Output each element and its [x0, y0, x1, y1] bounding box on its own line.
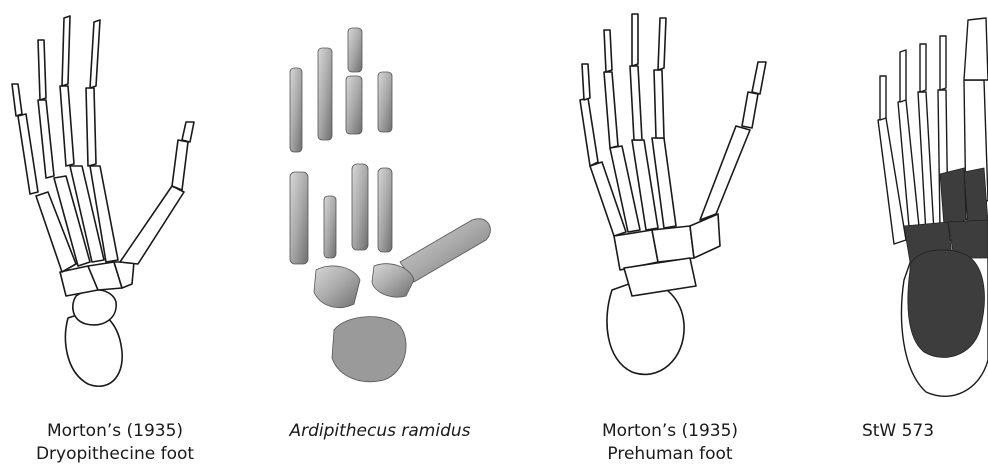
panel-dryopithecine-foot: Morton’s (1935) Dryopithecine foot	[0, 0, 230, 470]
prehuman-foot-drawing	[540, 0, 800, 410]
panel-prehuman-foot: Morton’s (1935) Prehuman foot	[540, 0, 800, 470]
caption-stw-573: StW 573	[828, 420, 968, 443]
caption-line-2: Prehuman foot	[540, 443, 800, 466]
caption-prehuman-foot: Morton’s (1935) Prehuman foot	[540, 420, 800, 466]
ardipithecus-fossil-image	[250, 0, 510, 410]
caption-line-1: StW 573	[828, 420, 968, 443]
caption-line-1: Ardipithecus ramidus	[250, 420, 510, 443]
stw-573-foot-drawing	[848, 0, 988, 410]
caption-dryopithecine-foot: Morton’s (1935) Dryopithecine foot	[0, 420, 230, 466]
caption-line-1: Morton’s (1935)	[540, 420, 800, 443]
caption-line-2: Dryopithecine foot	[0, 443, 230, 466]
panel-ardipithecus-ramidus: Ardipithecus ramidus	[250, 0, 510, 470]
caption-ardipithecus-ramidus: Ardipithecus ramidus	[250, 420, 510, 443]
panel-stw-573: StW 573	[848, 0, 988, 470]
dryopithecine-foot-drawing	[0, 0, 230, 410]
caption-line-1: Morton’s (1935)	[0, 420, 230, 443]
